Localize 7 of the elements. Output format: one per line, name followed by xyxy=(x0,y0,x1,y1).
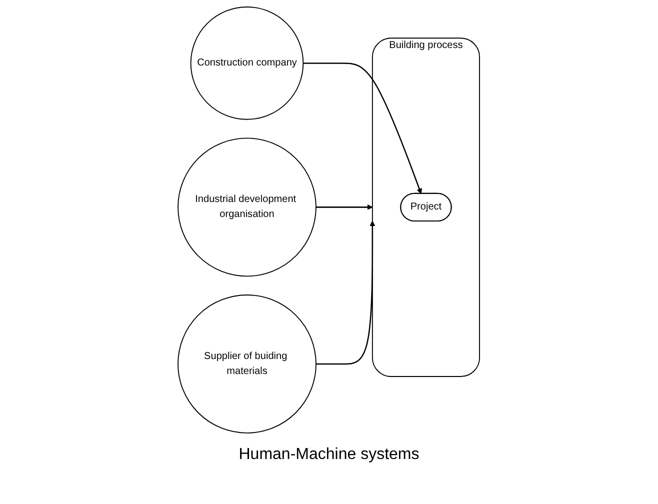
node-circle: Industrial development organisation xyxy=(178,138,317,277)
note-text: Human-Machine systems xyxy=(238,446,420,464)
arrow xyxy=(316,204,373,210)
node-circle: Supplier of buiding materials xyxy=(178,294,317,434)
arrow xyxy=(316,220,376,365)
arrow xyxy=(303,62,422,194)
node-circle: Construction company xyxy=(190,6,304,120)
